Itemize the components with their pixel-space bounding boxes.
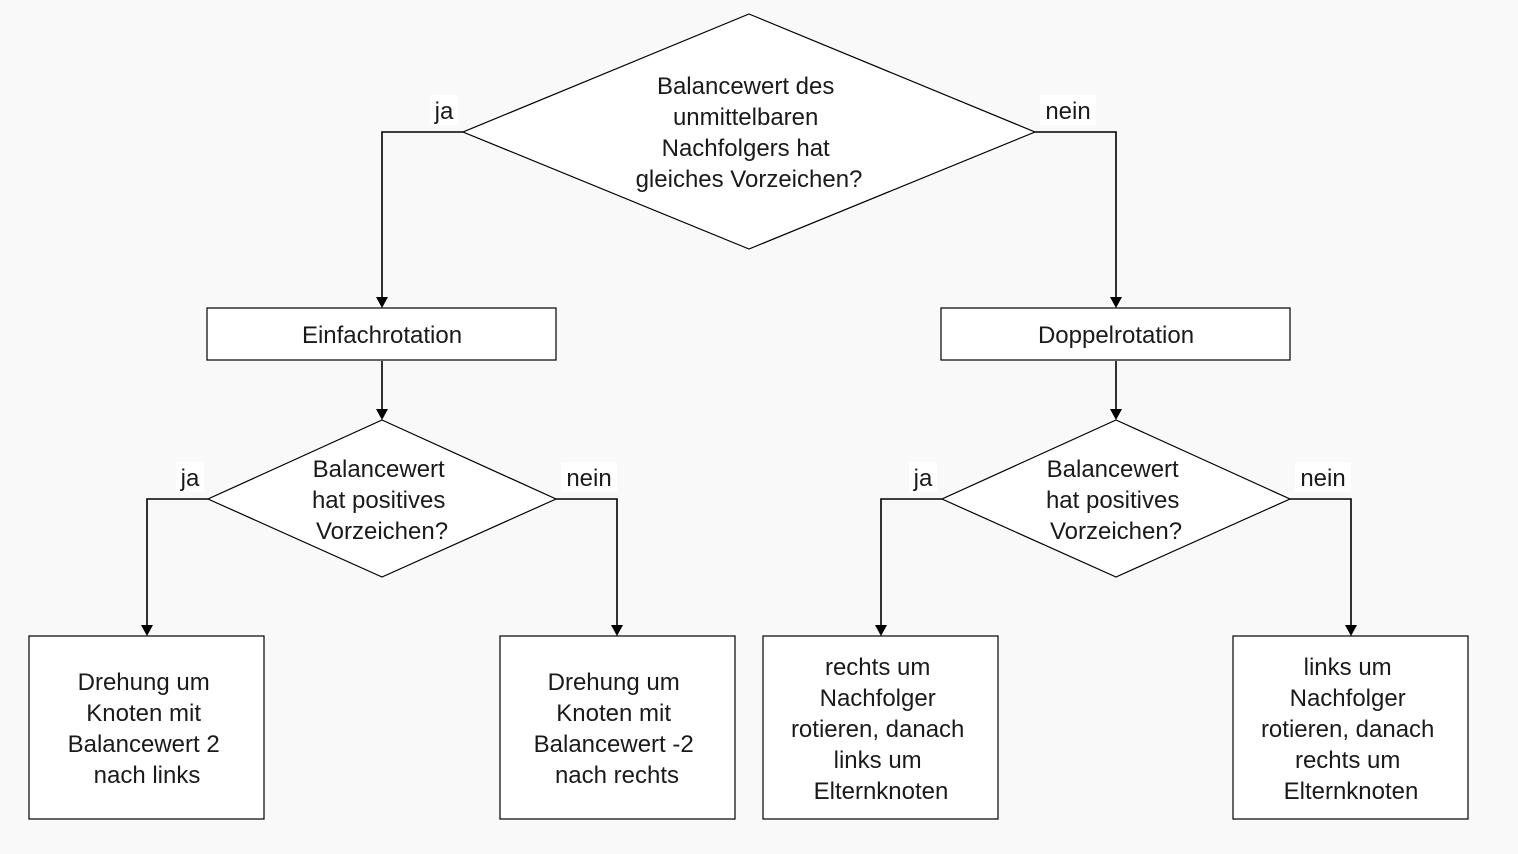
node-text-line: Balancewert -2 [534,731,694,758]
decision-diamond [206,419,558,578]
edge-labels: ja nein ja nein ja nein [176,95,1351,492]
edge-label-bg [1040,95,1096,125]
edge-label-bg [430,95,458,125]
edge-label-bg [909,462,937,492]
node-text-line: Nachfolgers hat [662,135,830,162]
arrowhead-double-next [1110,409,1122,420]
edge-label-left-no: nein [566,465,611,492]
arrowhead-single-next [376,409,388,420]
node-text-line: rechts um [1295,747,1400,774]
process-double-rotation: Doppelrotation [940,307,1291,361]
node-text-line: Vorzeichen? [1050,518,1182,545]
edge-label-right-no: nein [1300,465,1345,492]
result-right-then-left-text: rechts um Nachfolger rotieren, danach li… [791,654,971,805]
node-text-line: Vorzeichen? [316,518,448,545]
arrowhead-root-yes [376,297,388,308]
decision-right: Balancewert hat positives Vorzeichen? [940,419,1292,578]
node-text-line: hat positives [1046,487,1179,514]
result-rotate-right: Drehung um Knoten mit Balancewert -2 nac… [499,635,736,820]
connectors [141,131,1357,636]
edge-label-root-no: nein [1045,98,1090,125]
edge-right-no [1290,498,1352,626]
decision-right-text: Balancewert hat positives Vorzeichen? [1046,456,1186,545]
arrowhead-right-yes [875,625,887,636]
process-double-rotation-text: Doppelrotation [1038,322,1194,349]
decision-diamond [940,419,1292,578]
edge-right-yes [880,498,942,626]
node-text-line: nach rechts [555,762,679,789]
result-box [1232,635,1469,820]
node-text-line: Nachfolger [1290,685,1406,712]
node-text-line: unmittelbaren [673,104,818,131]
node-text-line: Elternknoten [814,778,949,805]
edge-root-yes [381,131,463,298]
node-text-line: Drehung um [548,669,680,696]
process-single-rotation: Einfachrotation [206,307,557,361]
node-text-line: rechts um [825,654,930,681]
node-text-line: nach links [94,762,201,789]
process-single-rotation-text: Einfachrotation [302,322,462,349]
decision-left-text: Balancewert hat positives Vorzeichen? [312,456,452,545]
edge-label-root-yes: ja [434,98,454,125]
result-left-then-right-text: links um Nachfolger rotieren, danach rec… [1261,654,1441,805]
node-text-line: Knoten mit [86,700,201,727]
edge-root-no [1035,131,1117,298]
node-text-line: rotieren, danach [1261,716,1434,743]
edge-label-right-yes: ja [913,465,933,492]
node-text-line: Drehung um [78,669,210,696]
arrowhead-right-no [1345,625,1357,636]
node-text-line: gleiches Vorzeichen? [636,166,863,193]
edge-left-no [556,498,618,626]
result-box [762,635,999,820]
node-text-line: links um [1304,654,1392,681]
decision-diamond [461,13,1037,250]
node-text-line: Elternknoten [1284,778,1419,805]
result-box [28,635,265,820]
edge-label-bg [1295,462,1351,492]
result-left-then-right: links um Nachfolger rotieren, danach rec… [1232,635,1469,820]
node-text-line: Balancewert [313,456,445,483]
node-text-line: rotieren, danach [791,716,964,743]
result-rotate-left: Drehung um Knoten mit Balancewert 2 nach… [28,635,265,820]
node-text-line: Knoten mit [556,700,671,727]
result-rotate-left-text: Drehung um Knoten mit Balancewert 2 nach… [68,669,227,789]
result-box [499,635,736,820]
arrowhead-left-yes [141,625,153,636]
decision-left: Balancewert hat positives Vorzeichen? [206,419,558,578]
edge-label-bg [176,462,204,492]
process-box [940,307,1291,361]
node-text-line: Balancewert des [657,73,834,100]
edge-label-bg [561,462,617,492]
node-text-line: Balancewert 2 [68,731,220,758]
process-box [206,307,557,361]
edge-left-yes [146,498,208,626]
arrowhead-left-no [611,625,623,636]
node-text-line: Balancewert [1047,456,1179,483]
node-text-line: Nachfolger [820,685,936,712]
node-text-line: links um [834,747,922,774]
node-text-line: hat positives [312,487,445,514]
edge-label-left-yes: ja [180,465,200,492]
decision-root: Balancewert des unmittelbaren Nachfolger… [461,13,1037,250]
decision-root-text: Balancewert des unmittelbaren Nachfolger… [636,73,863,193]
arrowhead-root-no [1110,297,1122,308]
result-rotate-right-text: Drehung um Knoten mit Balancewert -2 nac… [534,669,701,789]
result-right-then-left: rechts um Nachfolger rotieren, danach li… [762,635,999,820]
